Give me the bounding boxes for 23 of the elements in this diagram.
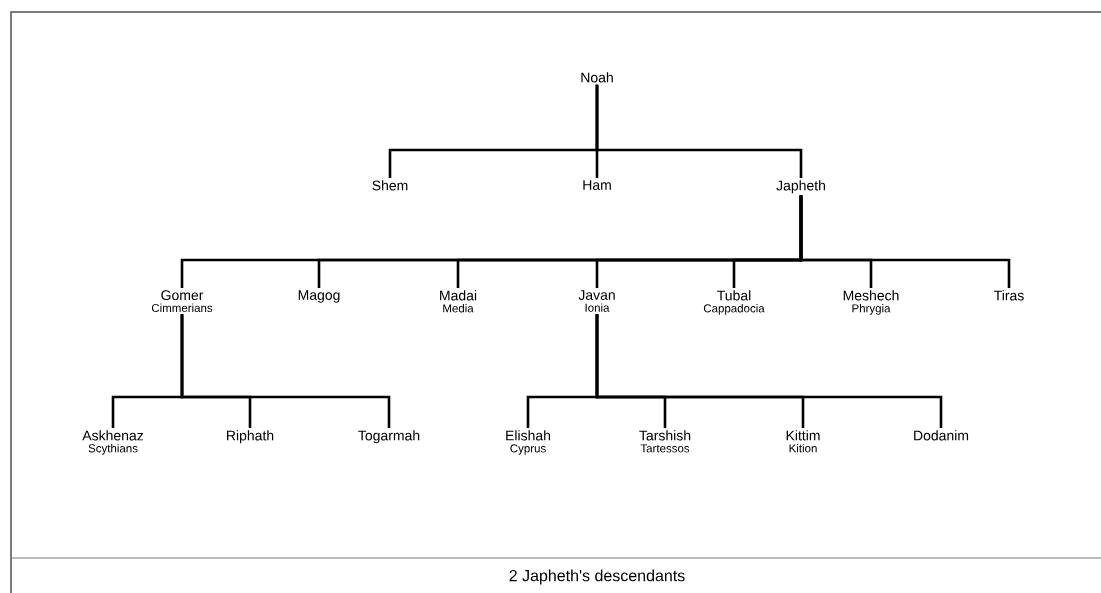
name-label: Riphath [227, 430, 274, 444]
tree-line [595, 84, 803, 178]
name-label: Elishah Cyprus [506, 430, 551, 455]
name-label: Javan Ionia [578, 290, 615, 312]
name-label: Madai Media [440, 290, 477, 313]
tree-line [799, 195, 1011, 288]
name-label: Gomer Cimmerians [151, 290, 213, 313]
caption: 2 Japheth's descendants [509, 569, 685, 585]
name-label: Tarshish Tartessos [639, 430, 691, 453]
name-label: Ham [583, 180, 611, 190]
name-label: Japheth [776, 180, 825, 194]
name-label: Shem [372, 180, 408, 191]
name-label: Tubal Cappadocia [703, 290, 765, 315]
tree-line [180, 314, 391, 428]
name-label: Togarmah [358, 430, 420, 444]
name-label: Meshech Phrygia [843, 290, 899, 315]
name-label: Askhenaz Scythians [82, 430, 144, 455]
name-label: Dodanim [914, 430, 969, 441]
name-label: Kittim Kition [786, 430, 820, 453]
name-label: Magog [298, 290, 340, 303]
name-label: Noah [581, 72, 613, 83]
name-label: Tiras [994, 290, 1024, 301]
tree-line [595, 314, 943, 428]
